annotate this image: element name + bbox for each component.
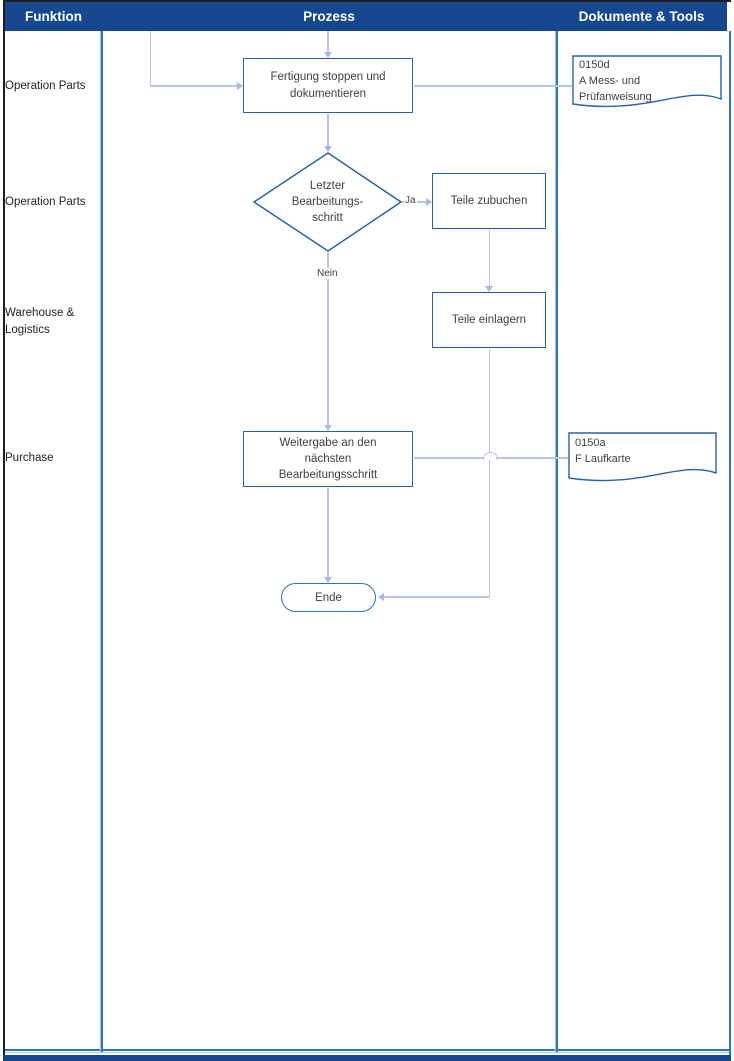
lane-label-purchase: Purchase bbox=[5, 452, 54, 464]
footer-band bbox=[3, 1055, 731, 1061]
connector-store-to-end-vertical bbox=[488, 349, 491, 597]
arrowhead-into-stop-top bbox=[323, 51, 332, 58]
connector-decision-no bbox=[327, 252, 329, 425]
frame-left-border bbox=[3, 0, 5, 1061]
decision-diamond bbox=[253, 152, 403, 252]
header-cell-funktion: Funktion bbox=[25, 9, 82, 24]
process-box-book-parts: Teile zubuchen bbox=[432, 173, 546, 229]
arrowhead-into-decision bbox=[323, 145, 332, 152]
connector-forward-to-end bbox=[327, 488, 329, 577]
process-box-forward-line3: Bearbeitungsschritt bbox=[278, 469, 378, 482]
lane-divider-funktion-prozess bbox=[100, 31, 103, 1052]
header-cell-dokumente-tools: Dokumente & Tools bbox=[578, 9, 705, 24]
document-shape-mess-pruefanweisung bbox=[572, 55, 722, 108]
document1-line3: Prüfanweisung bbox=[579, 90, 652, 103]
connector-in-top-vertical bbox=[327, 31, 329, 52]
arrowhead-into-forward bbox=[323, 424, 332, 431]
connector-in-left-horizontal bbox=[149, 85, 237, 87]
process-box-stop-line1: Fertigung stoppen und bbox=[270, 71, 386, 84]
arrowhead-into-book bbox=[425, 197, 432, 206]
document1-line1: 0150d bbox=[579, 59, 610, 71]
frame-top-border bbox=[3, 0, 731, 2]
document2-line1: 0150a bbox=[575, 437, 606, 449]
document-shape-laufkarte bbox=[568, 432, 717, 482]
decision-line3: schritt bbox=[312, 212, 343, 225]
arrowhead-into-end-top bbox=[323, 576, 332, 583]
process-box-stop-production: Fertigung stoppen und dokumentieren bbox=[243, 58, 413, 113]
lane-label-operation-parts-2: Operation Parts bbox=[5, 196, 86, 208]
header-cell-prozess: Prozess bbox=[303, 9, 355, 24]
connector-store-to-end-horizontal bbox=[383, 596, 490, 598]
decision-line1: Letzter bbox=[309, 179, 346, 192]
end-terminator: Ende bbox=[281, 583, 376, 612]
arrowhead-into-stop-left bbox=[236, 81, 243, 90]
lane-divider-prozess-dokumente bbox=[555, 31, 558, 1052]
connector-stop-to-decision bbox=[327, 114, 329, 146]
connector-book-to-store bbox=[488, 230, 491, 286]
frame-right-border bbox=[729, 31, 731, 1055]
process-box-stop-line2: dokumentieren bbox=[289, 87, 367, 100]
document2-line2: F Laufkarte bbox=[575, 452, 631, 465]
decision-diamond-text: Letzter Bearbeitungs- schritt bbox=[253, 152, 402, 252]
arrowhead-into-end-right bbox=[377, 592, 384, 601]
process-box-forward-line2: nächsten bbox=[304, 452, 352, 465]
process-box-store-parts: Teile einlagern bbox=[432, 292, 546, 348]
swimlane-header: Funktion Prozess Dokumente & Tools bbox=[5, 2, 727, 31]
document2-text: 0150a F Laufkarte bbox=[575, 436, 631, 468]
connector-forward-to-document2-seg2 bbox=[495, 457, 568, 459]
decision-line2: Bearbeitungs- bbox=[291, 195, 364, 208]
connector-in-left-vertical bbox=[149, 31, 151, 85]
lane-bottom-border-light bbox=[5, 1051, 729, 1053]
document1-line2: A Mess- und bbox=[579, 74, 641, 87]
lane-bottom-border bbox=[5, 1049, 729, 1051]
process-box-forward: Weitergabe an den nächsten Bearbeitungss… bbox=[243, 431, 413, 487]
document1-text: 0150d A Mess- und Prüfanweisung bbox=[579, 58, 652, 106]
process-box-forward-line1: Weitergabe an den bbox=[279, 436, 377, 449]
label-ja: Ja bbox=[404, 195, 417, 206]
arrowhead-into-store bbox=[485, 285, 493, 292]
connector-stop-to-document1 bbox=[414, 85, 572, 87]
connector-line-jump bbox=[482, 451, 498, 460]
connector-forward-to-document2-seg1 bbox=[414, 457, 483, 459]
lane-label-warehouse-logistics: Warehouse & Logistics bbox=[5, 307, 75, 336]
lane-label-operation-parts-1: Operation Parts bbox=[5, 80, 86, 92]
label-nein: Nein bbox=[316, 268, 339, 279]
